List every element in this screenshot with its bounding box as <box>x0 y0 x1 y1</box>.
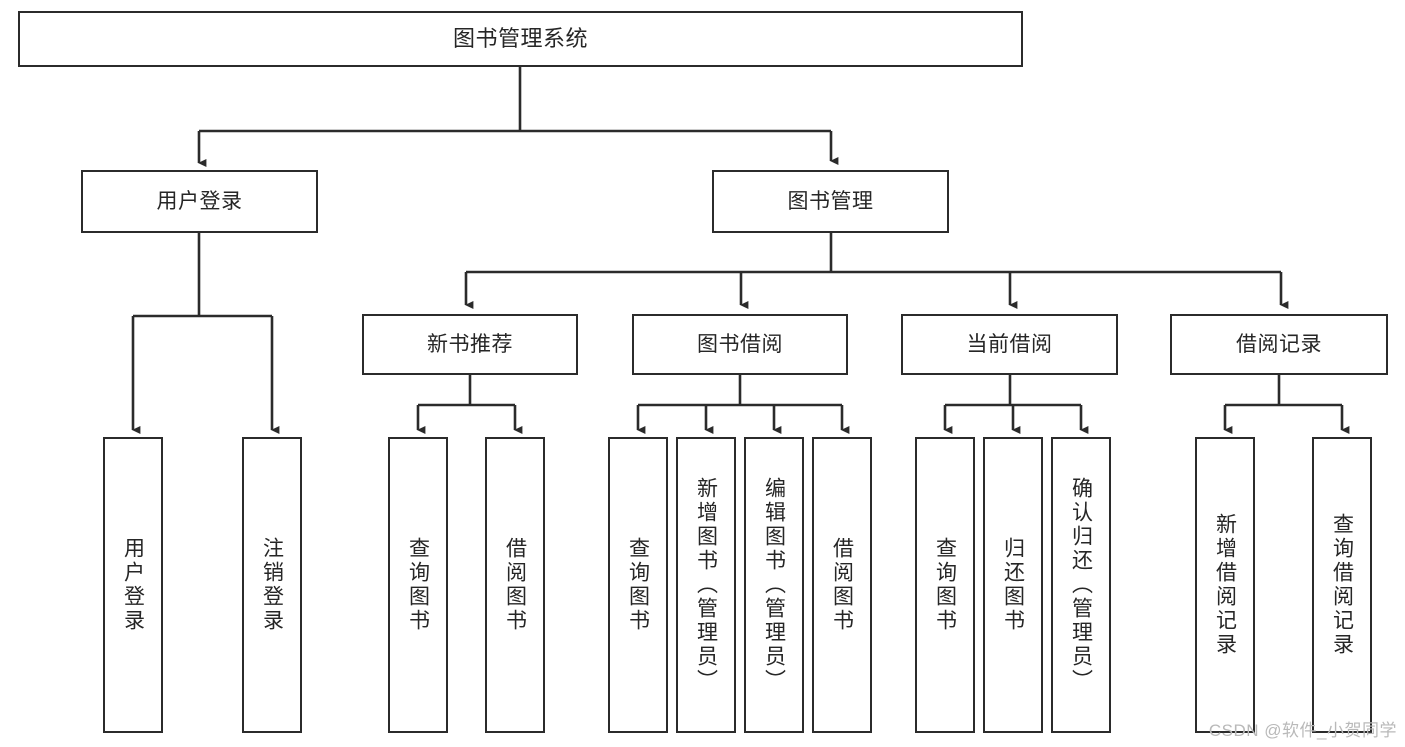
node-label: 归还图书 <box>1001 537 1025 633</box>
node-leaf-return-book[interactable]: 归还图书 <box>983 437 1043 733</box>
node-label: 图书管理系统 <box>452 25 588 51</box>
node-leaf-borrow-book[interactable]: 借阅图书 <box>812 437 872 733</box>
node-new-book-recommend[interactable]: 新书推荐 <box>362 314 578 375</box>
node-current-borrow[interactable]: 当前借阅 <box>901 314 1118 375</box>
node-leaf-add-borrow-record[interactable]: 新增借阅记录 <box>1195 437 1255 733</box>
node-label: 确认归还（管理员） <box>1069 477 1093 693</box>
node-label: 当前借阅 <box>966 332 1053 356</box>
node-label: 编辑图书（管理员） <box>762 477 786 693</box>
node-leaf-add-book-admin[interactable]: 新增图书（管理员） <box>676 437 736 733</box>
node-leaf-query-book-borrow[interactable]: 查询图书 <box>608 437 668 733</box>
node-label: 图书借阅 <box>697 332 783 356</box>
node-leaf-edit-book-admin[interactable]: 编辑图书（管理员） <box>744 437 804 733</box>
node-leaf-user-login[interactable]: 用户登录 <box>103 437 163 733</box>
node-label: 新书推荐 <box>427 332 513 356</box>
node-label: 查询图书 <box>406 537 430 633</box>
node-borrow-record[interactable]: 借阅记录 <box>1170 314 1388 375</box>
node-leaf-borrow-book-recommend[interactable]: 借阅图书 <box>485 437 545 733</box>
node-leaf-query-book-current[interactable]: 查询图书 <box>915 437 975 733</box>
node-label: 借阅图书 <box>830 537 854 633</box>
node-label: 用户登录 <box>121 537 145 633</box>
watermark-text: CSDN @软件_小贺同学 <box>1208 721 1397 740</box>
node-book-borrow[interactable]: 图书借阅 <box>632 314 848 375</box>
node-book-management[interactable]: 图书管理 <box>712 170 949 233</box>
node-label: 查询图书 <box>933 537 957 633</box>
node-leaf-query-borrow-record[interactable]: 查询借阅记录 <box>1312 437 1372 733</box>
node-label: 借阅记录 <box>1236 332 1322 356</box>
node-user-login[interactable]: 用户登录 <box>81 170 318 233</box>
node-label: 用户登录 <box>156 189 243 213</box>
node-label: 查询图书 <box>626 537 650 633</box>
node-root-system[interactable]: 图书管理系统 <box>18 11 1023 67</box>
node-label: 新增图书（管理员） <box>694 477 718 693</box>
node-leaf-confirm-return-admin[interactable]: 确认归还（管理员） <box>1051 437 1111 733</box>
node-label: 图书管理 <box>787 189 874 213</box>
node-label: 查询借阅记录 <box>1330 513 1354 657</box>
node-label: 借阅图书 <box>503 537 527 633</box>
node-leaf-query-book-recommend[interactable]: 查询图书 <box>388 437 448 733</box>
node-label: 新增借阅记录 <box>1213 513 1237 657</box>
node-leaf-logout[interactable]: 注销登录 <box>242 437 302 733</box>
node-label: 注销登录 <box>260 537 284 633</box>
